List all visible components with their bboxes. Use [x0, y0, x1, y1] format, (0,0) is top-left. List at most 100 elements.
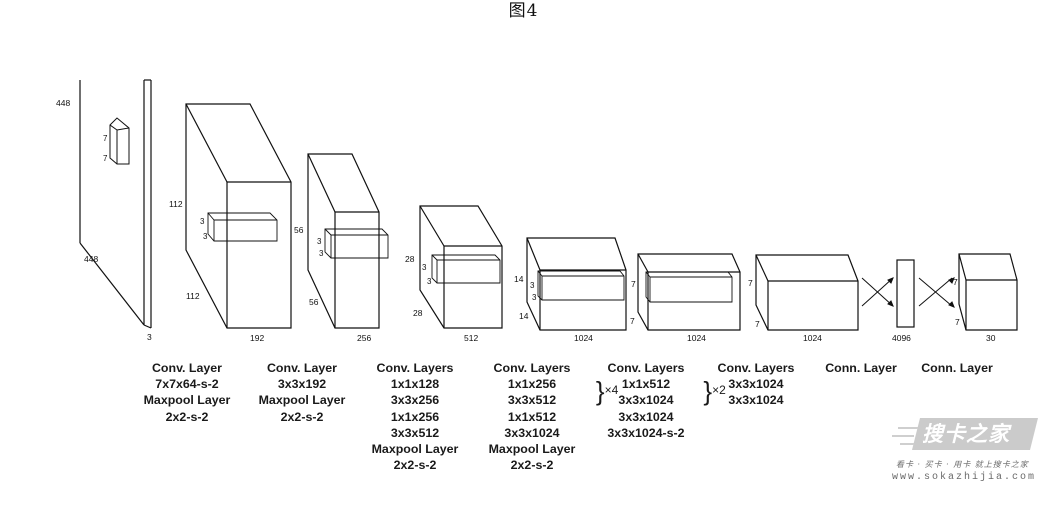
block3-kernel-w-label: 3: [427, 277, 432, 286]
block4-width-label: 14: [519, 311, 529, 321]
layer-desc-line: Maxpool Layer: [371, 442, 459, 457]
layer-desc-line: Conv. Layer: [151, 361, 222, 375]
layer-desc-6: Conv. Layers 3x3x1024 3x3x1024: [710, 360, 802, 409]
layer-desc-line: 1x1x128: [390, 377, 440, 392]
watermark-tagline: 看卡 · 买卡 · 用卡 就上搜卡之家: [896, 460, 1029, 469]
fc-layer-4096: [896, 259, 915, 328]
layer-desc-line: Conv. Layers: [493, 361, 571, 375]
repeat-multiplier: ×2: [712, 383, 726, 398]
block4-height-label: 14: [514, 274, 524, 284]
layer-desc-line: Maxpool Layer: [488, 442, 576, 457]
block5-width-label: 7: [630, 316, 635, 326]
layer-desc-line: 1x1x256: [507, 377, 557, 392]
layer-desc-line: 3x3x1024: [728, 377, 784, 392]
block4-channels-label: 1024: [574, 333, 593, 343]
block1-kernel-w-label: 3: [203, 232, 208, 241]
watermark-logo-shape: [892, 418, 1038, 450]
input-channels-label: 3: [147, 332, 152, 342]
layer-desc-8: Conn. Layer: [912, 360, 1002, 376]
block2-width-label: 56: [309, 297, 319, 307]
watermark-url: www.sokazhijia.com: [892, 472, 1037, 483]
layer-desc-line: 1x1x512: [621, 377, 671, 392]
block1-height-label: 112: [169, 199, 183, 209]
output-volume: [958, 253, 1018, 331]
brace-icon: }: [703, 376, 713, 407]
layer-desc-line: 2x2-s-2: [165, 409, 209, 424]
layer-desc-line: 7x7x64-s-2: [155, 377, 219, 392]
layer-desc-4: Conv. Layers 1x1x256 3x3x512 }×4 1x1x512…: [479, 360, 619, 473]
layer-desc-line: 3x3x1024: [618, 393, 674, 408]
conv-kernel-4: [537, 270, 625, 301]
figure-title: 图4: [508, 1, 539, 21]
repeat-brace: }×4: [596, 378, 618, 404]
layer-desc-line: Conv. Layers: [607, 361, 685, 375]
layer-desc-line: 2x2-s-2: [280, 409, 324, 424]
conv-volume-5: [637, 253, 741, 331]
block1-width-label: 112: [186, 291, 200, 301]
block3-height-label: 28: [405, 254, 415, 264]
input-kernel-w-label: 7: [103, 154, 108, 163]
layer-desc-2: Conv. Layer 3x3x192 Maxpool Layer 2x2-s-…: [252, 360, 352, 425]
watermark: 搜卡之家 看卡 · 买卡 · 用卡 就上搜卡之家 www.sokazhijia.…: [892, 412, 1042, 488]
block5-height-label: 7: [631, 279, 636, 289]
conv-volume-4: [526, 237, 627, 331]
block2-height-label: 56: [294, 225, 304, 235]
layer-desc-line: Conn. Layer: [825, 361, 897, 375]
input-width-label: 448: [84, 254, 98, 264]
layer-desc-line: Conv. Layer: [266, 361, 337, 375]
conv-kernel-1: [207, 212, 278, 242]
layer-desc-line: 1x1x512: [507, 409, 557, 424]
input-kernel-h-label: 7: [103, 134, 108, 143]
layer-desc-line: 2x2-s-2: [393, 458, 437, 473]
layer-repeat-group: 1x1x512 3x3x1024 }×2: [618, 376, 725, 408]
output-width-label: 7: [955, 317, 960, 327]
layer-desc-line: 3x3x512: [507, 393, 557, 408]
block3-channels-label: 512: [464, 333, 478, 343]
fc-connections-2: [918, 277, 955, 308]
block1-kernel-h-label: 3: [200, 217, 205, 226]
layer-desc-line: 3x3x1024-s-2: [607, 425, 685, 440]
conv-kernel-3: [431, 254, 501, 284]
layer-desc-line: 1x1x256: [390, 409, 440, 424]
conv-kernel-2: [324, 228, 389, 259]
input-height-label: 448: [56, 98, 70, 108]
block6-channels-label: 1024: [803, 333, 822, 343]
layer-desc-line: 2x2-s-2: [510, 458, 554, 473]
layer-desc-line: 3x3x1024: [618, 409, 674, 424]
block2-kernel-h-label: 3: [317, 237, 322, 246]
repeat-multiplier: ×4: [604, 383, 619, 398]
block4-kernel-h-label: 3: [530, 281, 535, 290]
layer-desc-line: 3x3x512: [390, 425, 440, 440]
layer-desc-line: 3x3x192: [277, 377, 327, 392]
conv-volume-1: [185, 103, 292, 329]
layer-desc-line: Conn. Layer: [921, 361, 993, 375]
layer-desc-1: Conv. Layer 7x7x64-s-2 Maxpool Layer 2x2…: [137, 360, 237, 425]
input-volume: [79, 79, 152, 329]
conv-volume-2: [307, 153, 380, 329]
block3-width-label: 28: [413, 308, 423, 318]
layer-desc-line: 3x3x1024: [504, 425, 560, 440]
conv-volume-6: [755, 254, 859, 331]
block6-width-label: 7: [755, 319, 760, 329]
output-height-label: 7: [953, 277, 958, 287]
layer-desc-line: Maxpool Layer: [258, 393, 346, 408]
repeat-brace: }×2: [703, 378, 725, 404]
block5-channels-label: 1024: [687, 333, 706, 343]
block2-channels-label: 256: [357, 333, 371, 343]
layer-desc-line: Maxpool Layer: [143, 393, 231, 408]
layer-desc-line: 3x3x256: [390, 393, 440, 408]
layer-desc-3: Conv. Layers 1x1x128 3x3x256 1x1x256 3x3…: [362, 360, 468, 473]
layer-desc-7: Conn. Layer: [816, 360, 906, 376]
block4-kernel-w-label: 3: [532, 293, 537, 302]
fc-size-label: 4096: [892, 333, 911, 343]
layer-desc-5: Conv. Layers 1x1x512 3x3x1024 }×2 3x3x10…: [597, 360, 725, 441]
layer-desc-line: Conv. Layers: [376, 361, 454, 375]
watermark-logo: 搜卡之家: [922, 422, 1010, 446]
block3-kernel-h-label: 3: [422, 263, 427, 272]
conv-kernel-5: [645, 271, 733, 303]
block6-height-label: 7: [748, 278, 753, 288]
fc-connections-1: [861, 277, 894, 307]
layer-desc-line: 3x3x1024: [728, 393, 784, 408]
brace-icon: }: [595, 376, 605, 407]
